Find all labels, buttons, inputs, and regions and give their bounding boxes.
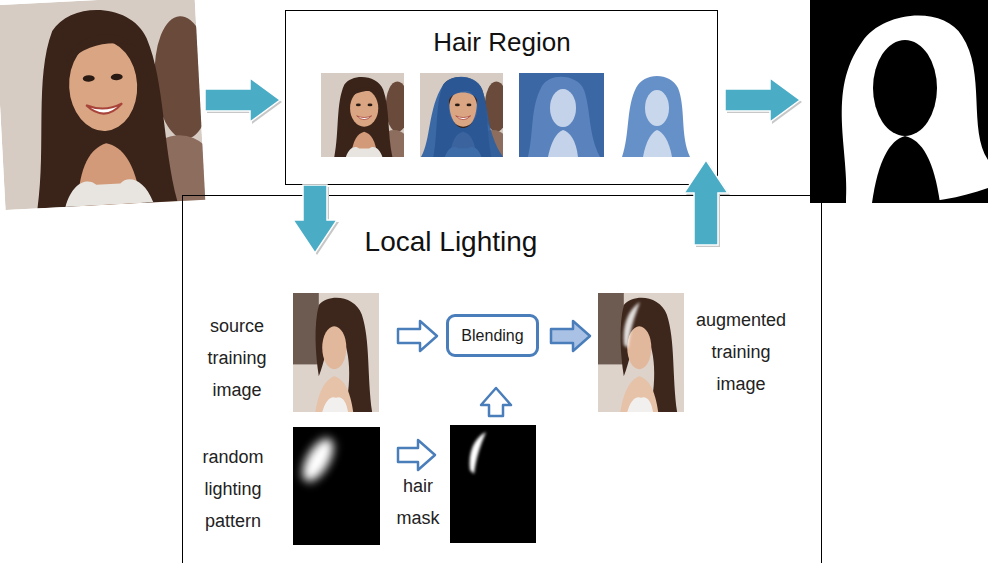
- lighting-pattern: [293, 427, 380, 545]
- image-label: random lighting pattern: [187, 441, 279, 537]
- augmented-image: [598, 293, 684, 412]
- label-holder: augmented training image: [685, 304, 797, 400]
- arrow-shadow: [686, 162, 730, 247]
- flow-arrow: [398, 440, 435, 470]
- image-label: augmented training image: [685, 304, 797, 400]
- panel-title: Hair Region: [433, 27, 570, 58]
- flow-arrow: [398, 321, 437, 351]
- image-label: hair mask: [388, 470, 448, 534]
- label-holder: source training image: [191, 310, 283, 406]
- output-mask: [810, 0, 988, 203]
- flow-arrow: [725, 78, 800, 122]
- flow-arrow: [205, 78, 280, 122]
- flow-arrow: [293, 185, 339, 255]
- thumbnail-hair-overlay: [420, 73, 510, 167]
- panel-title: Local Lighting: [365, 226, 538, 258]
- hair-mask-image: [450, 425, 536, 543]
- flow-arrow: [551, 321, 590, 351]
- arrow-shadow: [295, 187, 339, 255]
- thumbnail-photo: [321, 73, 411, 167]
- label-holder: hair mask: [388, 470, 448, 534]
- flow-arrow: [481, 388, 511, 416]
- flow-arrow-body: [293, 185, 337, 253]
- panel-box: Hair Region: [285, 10, 718, 185]
- flow-arrow: [684, 160, 730, 247]
- source-image: [293, 293, 379, 412]
- flow-arrow-body: [684, 160, 728, 245]
- label-holder: random lighting pattern: [187, 441, 279, 537]
- thumbnail-hair-only: [622, 76, 690, 157]
- process-label: Blending: [461, 327, 523, 345]
- thumbnail-segmentation: [519, 73, 604, 157]
- input-photo: [0, 0, 223, 235]
- image-label: source training image: [191, 310, 283, 406]
- process-box: Blending: [446, 314, 539, 357]
